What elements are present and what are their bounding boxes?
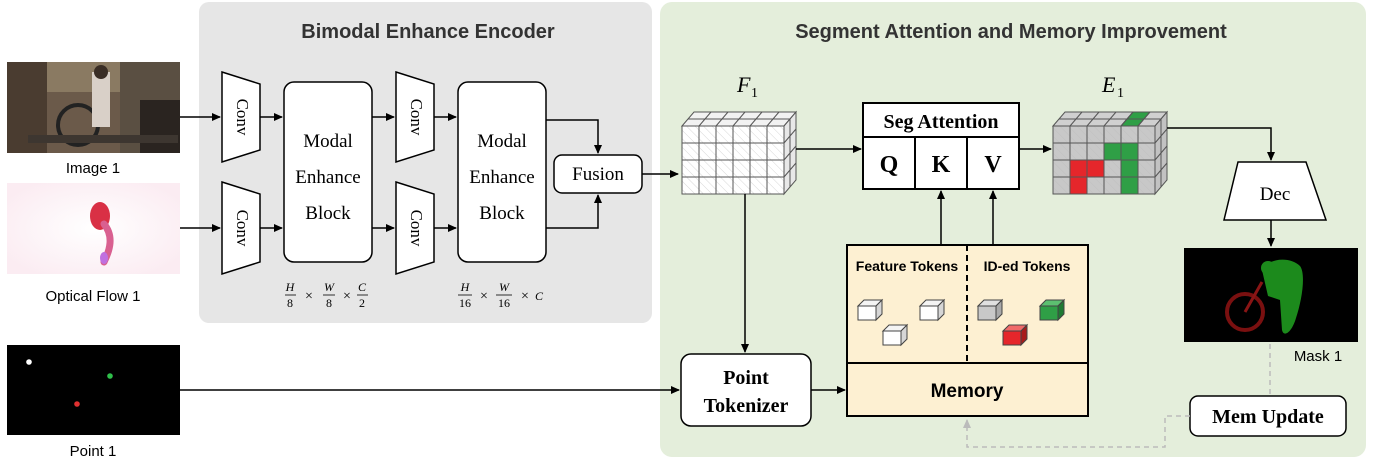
- point-tokenizer-box: Point Tokenizer: [680, 353, 812, 427]
- svg-text:×: ×: [343, 289, 351, 304]
- f1-label: F 1: [736, 72, 758, 101]
- svg-text:Modal: Modal: [477, 131, 527, 152]
- modal-enhance-block-1: Modal Enhance Block: [283, 81, 373, 263]
- image-label: Image 1: [66, 160, 120, 177]
- svg-text:Block: Block: [305, 203, 351, 224]
- q-label: Q: [880, 152, 899, 178]
- ided-tokens-label: ID-ed Tokens: [984, 258, 1071, 274]
- memory-update-loop: [963, 344, 1271, 448]
- decoder-block: Dec: [1223, 161, 1328, 221]
- svg-text:Conv: Conv: [233, 99, 252, 136]
- conv-top-1: Conv: [221, 70, 261, 164]
- svg-text:C: C: [358, 280, 367, 294]
- segment-title: Segment Attention and Memory Improvement: [795, 21, 1227, 43]
- svg-text:Tokenizer: Tokenizer: [704, 395, 789, 417]
- f1-feature-cube: [680, 110, 798, 196]
- conv-bottom-1: Conv: [221, 180, 261, 276]
- e1-feature-cube: [1051, 110, 1169, 196]
- conv-top-2: Conv: [395, 70, 435, 164]
- memory-label: Memory: [931, 381, 1004, 402]
- svg-text:W: W: [499, 280, 510, 294]
- mask-output: [1184, 248, 1358, 342]
- svg-text:H: H: [285, 280, 296, 294]
- svg-text:×: ×: [521, 289, 529, 304]
- modal-enhance-block-2: Modal Enhance Block: [457, 81, 547, 263]
- flow-label: Optical Flow 1: [45, 288, 140, 305]
- svg-text:Mem Update: Mem Update: [1212, 406, 1324, 428]
- seg-attention-title: Seg Attention: [884, 111, 999, 133]
- svg-text:Dec: Dec: [1260, 184, 1291, 205]
- input-point-thumbnail: [7, 345, 180, 435]
- conv-bottom-2: Conv: [395, 180, 435, 276]
- k-label: K: [932, 152, 951, 178]
- svg-text:×: ×: [480, 289, 488, 304]
- svg-text:Modal: Modal: [303, 131, 353, 152]
- segment-arrows: [180, 127, 1275, 394]
- svg-text:F: F: [736, 72, 751, 97]
- svg-text:E: E: [1101, 72, 1116, 97]
- fusion-box: Fusion: [553, 154, 643, 194]
- svg-text:8: 8: [326, 296, 332, 310]
- svg-text:Enhance: Enhance: [295, 167, 360, 188]
- encoder-title: Bimodal Enhance Encoder: [301, 21, 555, 43]
- svg-text:16: 16: [459, 296, 471, 310]
- input-image-thumbnail: [7, 62, 180, 153]
- seg-attention-box: Seg Attention Q K V: [862, 102, 1020, 190]
- ided-token-cubes: [976, 298, 1066, 347]
- svg-text:Conv: Conv: [407, 99, 426, 136]
- svg-text:Conv: Conv: [407, 210, 426, 247]
- mem-update-box: Mem Update: [1189, 395, 1347, 437]
- svg-text:1: 1: [1117, 86, 1124, 101]
- svg-text:16: 16: [498, 296, 510, 310]
- svg-text:Block: Block: [479, 203, 525, 224]
- feature-tokens-label: Feature Tokens: [856, 258, 959, 274]
- input-flow-thumbnail: [7, 183, 180, 274]
- v-label: V: [984, 152, 1002, 178]
- svg-text:Fusion: Fusion: [572, 164, 624, 185]
- dim-label-2: H 16 × W 16 × C: [458, 280, 544, 310]
- e1-label: E 1: [1101, 72, 1124, 101]
- dim-label-1: H 8 × W 8 × C 2: [285, 280, 368, 310]
- mask-label: Mask 1: [1294, 348, 1342, 365]
- svg-text:W: W: [324, 280, 335, 294]
- svg-text:Point: Point: [723, 367, 769, 389]
- encoder-arrows: [180, 113, 679, 232]
- svg-text:Enhance: Enhance: [469, 167, 534, 188]
- svg-text:×: ×: [305, 289, 313, 304]
- svg-text:2: 2: [359, 296, 365, 310]
- feature-token-cubes: [856, 298, 946, 347]
- svg-text:H: H: [460, 280, 471, 294]
- segment-panel: [660, 2, 1366, 457]
- svg-text:Conv: Conv: [233, 210, 252, 247]
- svg-text:8: 8: [287, 296, 293, 310]
- point-label: Point 1: [70, 443, 117, 460]
- svg-text:1: 1: [751, 86, 758, 101]
- svg-text:C: C: [535, 289, 544, 303]
